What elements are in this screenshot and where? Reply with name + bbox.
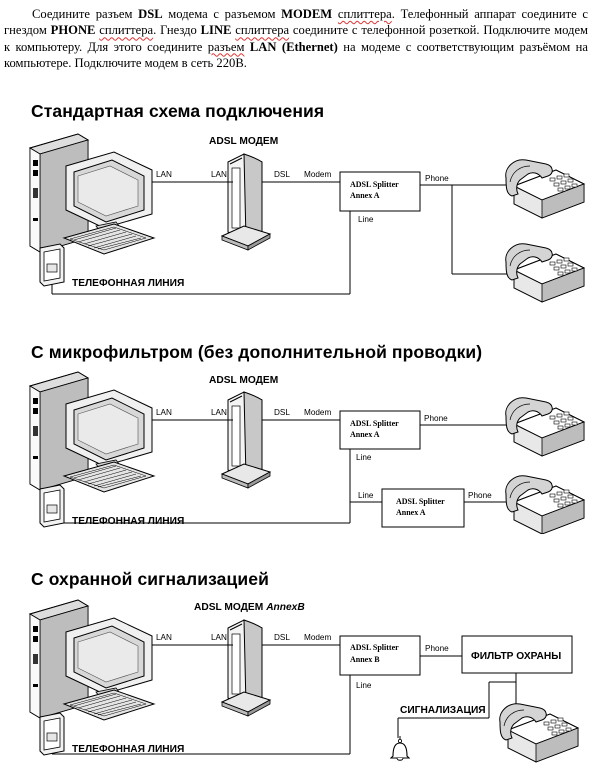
splitter-box (339, 410, 421, 450)
wall-line-label: ТЕЛЕФОННАЯ ЛИНИЯ (72, 516, 184, 527)
splitter-annex: Annex A (350, 191, 380, 200)
dsl-label: DSL (274, 408, 290, 417)
wall-socket-icon (39, 243, 65, 287)
alarm-filter-label: ФИЛЬТР ОХРАНЫ (471, 651, 561, 662)
dsl-label: DSL (274, 633, 290, 642)
telephone-icon (505, 243, 585, 303)
modem-port-label: Modem (304, 408, 331, 417)
wall-line-label: ТЕЛЕФОННАЯ ЛИНИЯ (72, 744, 184, 755)
lan-label-modem: LAN (211, 170, 227, 179)
modem-title: ADSL МОДЕМ (209, 375, 278, 386)
telephone-icon (505, 397, 585, 457)
lan-label-pc: LAN (156, 633, 172, 642)
lan-label-modem: LAN (211, 408, 227, 417)
line-port-label: Line (358, 215, 374, 224)
telephone-icon (499, 703, 579, 763)
splitter-label: ADSL Splitter (350, 180, 399, 189)
computer-icon (29, 133, 155, 255)
splitter-label: ADSL Splitter (350, 419, 399, 428)
computer-icon (29, 599, 155, 721)
section-title: Стандартная схема подключения (31, 101, 325, 121)
microfilter-label: ADSL Splitter (396, 497, 445, 506)
modem-port-label: Modem (304, 170, 331, 179)
alarm-filter-box (461, 635, 573, 674)
splitter-box (339, 635, 421, 676)
phone-port-label: Phone (425, 174, 449, 183)
telephone-icon (505, 475, 585, 534)
wall-socket-icon (39, 712, 65, 756)
modem-icon (221, 153, 271, 251)
alarm-label: СИГНАЛИЗАЦИЯ (400, 705, 486, 716)
modem-icon (221, 391, 271, 489)
lan-label-pc: LAN (156, 408, 172, 417)
phone-port-label: Phone (424, 414, 448, 423)
computer-icon (29, 371, 155, 493)
line-port-label-2: Line (358, 491, 374, 500)
splitter-box (339, 171, 421, 212)
section-title: С микрофильтром (без дополнительной пров… (31, 342, 483, 362)
bell-icon (390, 735, 410, 761)
section-title: С охранной сигнализацией (31, 569, 269, 589)
phone-port-label-2: Phone (468, 491, 492, 500)
microfilter-diagram: ADSL МОДЕМ LAN LAN DSL Modem ADSL Splitt… (29, 371, 585, 534)
splitter-annex: Annex B (350, 655, 380, 664)
splitter-label: ADSL Splitter (350, 643, 399, 652)
microfilter-annex: Annex A (396, 508, 426, 517)
phone-port-label: Phone (425, 644, 449, 653)
wall-line-label: ТЕЛЕФОННАЯ ЛИНИЯ (72, 278, 184, 289)
microfilter-box (381, 488, 465, 528)
line-port-label: Line (356, 681, 372, 690)
wall-socket-icon (39, 484, 65, 528)
standard-diagram: ADSL МОДЕМ LAN LAN DSL Modem ADSL Splitt… (29, 133, 585, 303)
line-port-label: Line (356, 453, 372, 462)
splitter-annex: Annex A (350, 430, 380, 439)
modem-icon (221, 619, 271, 717)
lan-label-modem: LAN (211, 633, 227, 642)
modem-port-label: Modem (304, 633, 331, 642)
telephone-icon (505, 159, 585, 219)
lan-label-pc: LAN (156, 170, 172, 179)
dsl-label: DSL (274, 170, 290, 179)
intro-paragraph: Соедините разъем DSL модема с разъемом M… (4, 7, 589, 70)
modem-title: ADSL МОДЕМ (209, 136, 278, 147)
